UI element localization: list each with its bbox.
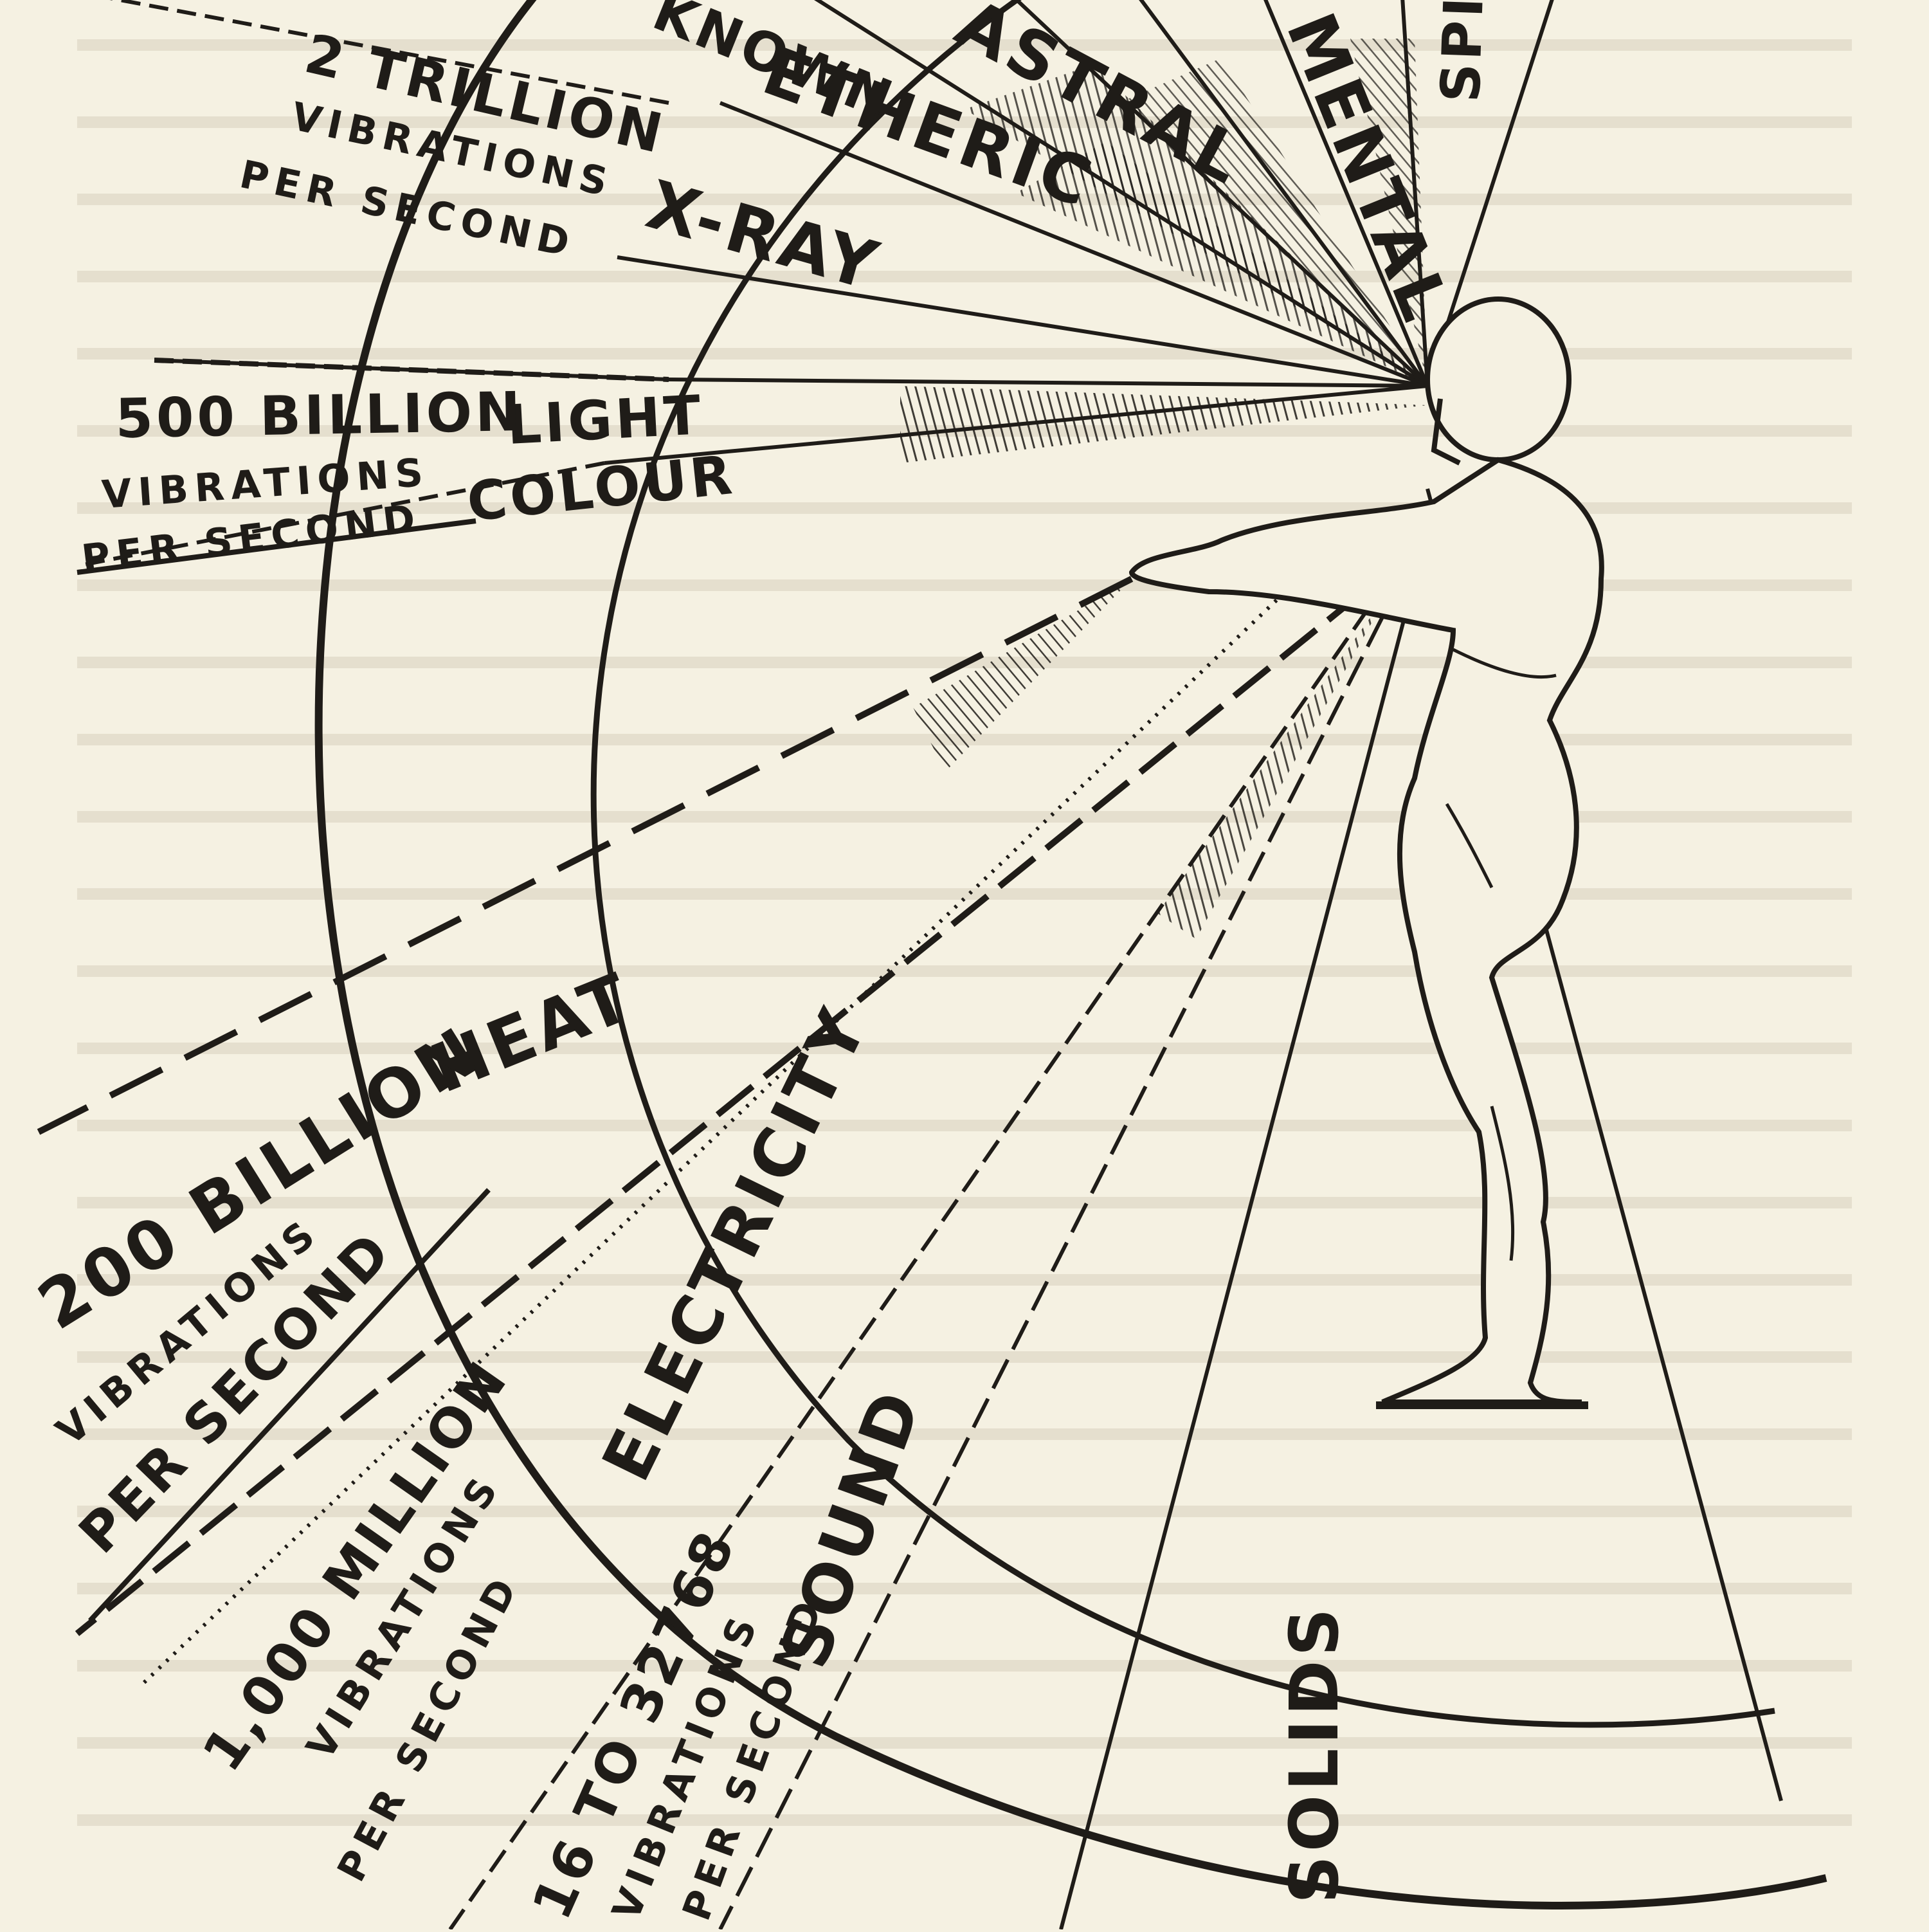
label-light: LIGHT — [505, 383, 705, 457]
inner-arc — [590, 0, 1775, 1728]
background-text-lines — [77, 39, 1852, 1826]
annotation-underlines — [77, 358, 669, 1623]
label-spiritual: SPIRITUAL — [1429, 0, 1504, 104]
lower-rays — [37, 488, 1783, 1931]
label-x-ray: X-RAY — [638, 165, 889, 306]
freq-light: 500 BILLION VIBRATIONS PER SECOND — [79, 380, 524, 582]
hatched-bands — [900, 39, 1427, 939]
freq-trillion: 2 TRILLION VIBRATIONS PER SECOND — [236, 22, 671, 267]
label-solids: SOLIDS — [1275, 1604, 1354, 1904]
freq-sound: 16 TO 32768 VIBRATIONS PER SECOND — [520, 1520, 833, 1928]
outer-arc — [314, 0, 1827, 1909]
human-figure — [1128, 296, 1604, 1409]
label-colour: COLOUR — [464, 443, 738, 534]
freq-light-value: 500 BILLION — [115, 380, 525, 450]
